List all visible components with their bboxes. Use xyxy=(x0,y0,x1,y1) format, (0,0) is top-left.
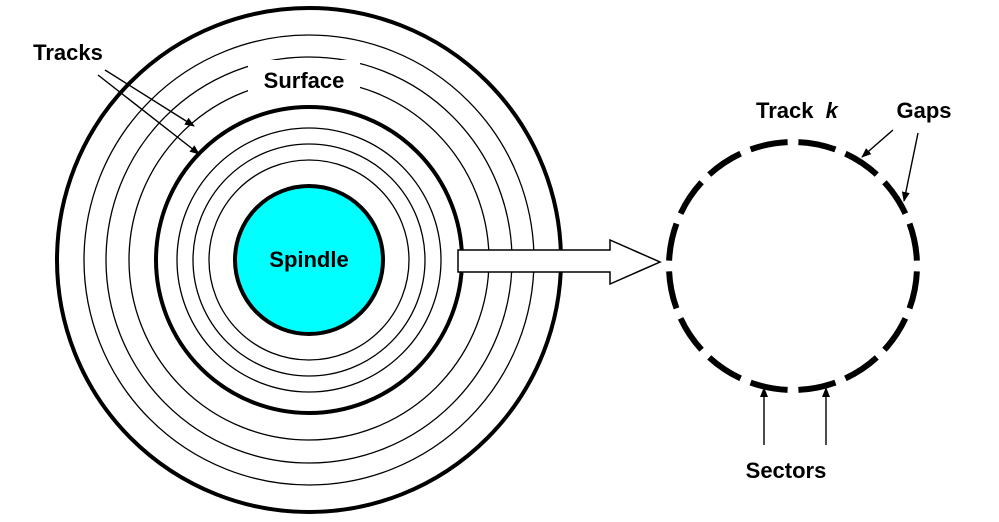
detail-arrow xyxy=(457,238,662,286)
sector-arc xyxy=(906,222,920,261)
sector-arc xyxy=(882,180,909,215)
gaps-arrow xyxy=(861,129,894,158)
surface-label: Surface xyxy=(264,68,345,93)
sector-arc xyxy=(666,271,680,310)
gaps-arrow xyxy=(901,132,919,202)
track-k-label: Track k xyxy=(756,98,840,123)
sector-arc xyxy=(677,317,704,352)
sector-arc xyxy=(844,355,879,382)
sector-arc xyxy=(749,139,788,153)
spindle xyxy=(233,184,385,336)
track-ring xyxy=(208,159,410,361)
sector-arc xyxy=(677,180,704,215)
tracks-label: Tracks xyxy=(33,40,103,65)
track-ring xyxy=(176,127,442,393)
sector-arc xyxy=(882,317,909,352)
sector-arc xyxy=(844,150,879,177)
sector-arc xyxy=(666,222,680,261)
track-k-detail xyxy=(666,139,920,393)
sectors-label: Sectors xyxy=(746,458,827,483)
sector-arc xyxy=(707,150,742,177)
sector-arc xyxy=(798,379,837,393)
sector-arc xyxy=(798,139,837,153)
tracks-arrow xyxy=(104,69,195,127)
sector-arc xyxy=(707,355,742,382)
surface-label-mask xyxy=(248,60,360,104)
track-ring xyxy=(192,143,426,377)
track-k-label-prefix: Track xyxy=(756,98,814,123)
tracks-arrow xyxy=(97,74,200,155)
spindle-label: Spindle xyxy=(269,247,348,272)
sector-arc xyxy=(906,271,920,310)
gaps-label: Gaps xyxy=(896,98,951,123)
platter xyxy=(55,6,563,514)
sector-arc xyxy=(749,379,788,393)
track-k-label-var: k xyxy=(826,98,840,123)
